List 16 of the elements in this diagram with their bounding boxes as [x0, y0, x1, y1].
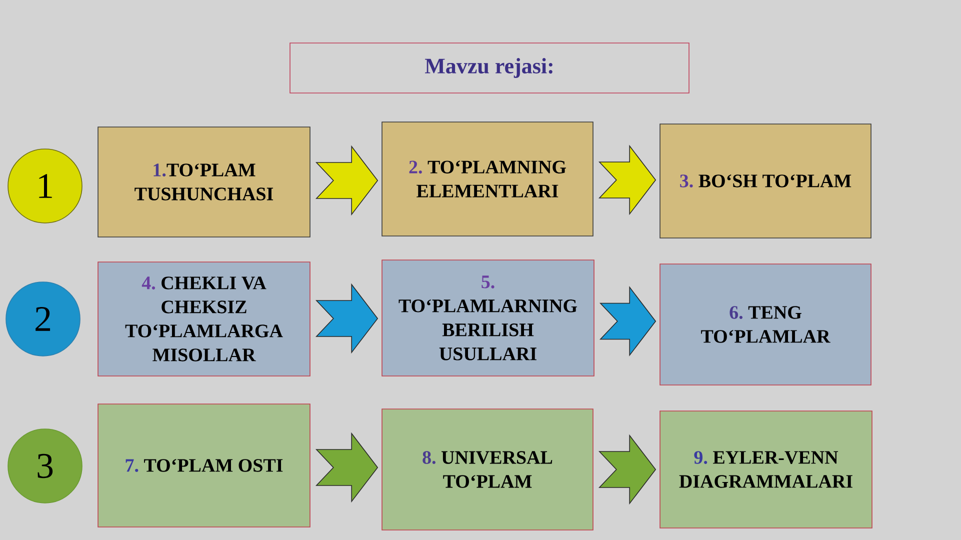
- title-box: Mavzu rejasi:: [290, 42, 690, 94]
- topic-box: 5. TO‘PLAMLARNING BERILISH USULLARI: [382, 260, 594, 376]
- topic-box: 9. EYLER-VENN DIAGRAMMALARI: [660, 410, 872, 528]
- block-arrow: [599, 286, 656, 356]
- block-arrow: [598, 144, 656, 216]
- block-arrow: [315, 145, 378, 216]
- topic-box: 3. BO‘SH TO‘PLAM: [660, 124, 872, 238]
- topic-box: 6. TENG TO‘PLAMLAR: [660, 264, 872, 386]
- block-arrow: [315, 432, 378, 503]
- block-arrow: [598, 434, 656, 505]
- block-arrow: [315, 283, 378, 354]
- topic-box: 1.TO‘PLAM TUSHUNCHASI: [98, 126, 310, 238]
- topic-box: 7. TO‘PLAM OSTI: [98, 404, 310, 528]
- topic-box: 2. TO‘PLAMNING ELEMENTLARI: [382, 122, 594, 236]
- topic-box: 8. UNIVERSAL TO‘PLAM: [382, 408, 594, 530]
- topic-box: 4. CHEKLI VA CHEKSIZ TO‘PLAMLARGA MISOLLAR: [98, 262, 310, 376]
